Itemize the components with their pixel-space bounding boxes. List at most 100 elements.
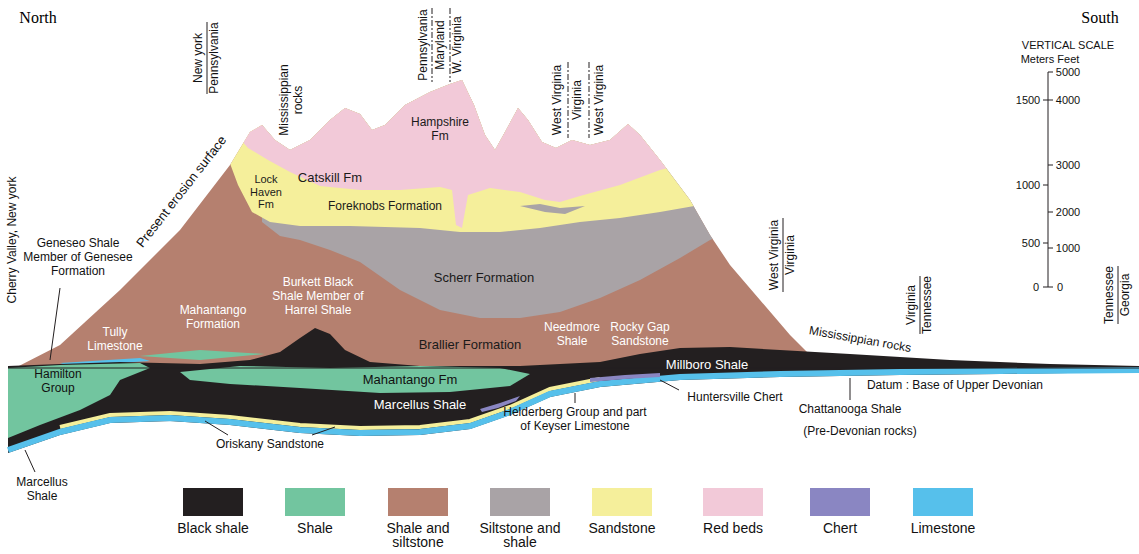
- leader-line: [660, 380, 679, 390]
- scale-tick: [1048, 100, 1053, 101]
- state-separator: [432, 8, 433, 82]
- red-beds-body: [228, 0, 770, 228]
- formation-name: Lock Haven Fm: [248, 173, 284, 211]
- map-label: West Virginia: [551, 65, 565, 135]
- map-label: Pennsylvania: [208, 22, 222, 93]
- scale-label: 0: [1057, 281, 1063, 294]
- legend-swatch: [810, 488, 870, 516]
- scale-tick: [1043, 185, 1048, 186]
- scale-label: 2000: [1056, 206, 1080, 219]
- formation-name: Hampshire Fm: [409, 116, 471, 144]
- legend-label: Black shale: [167, 521, 259, 535]
- legend-swatch: [388, 488, 448, 516]
- legend-entry: Shale and siltstone: [372, 488, 464, 550]
- legend-swatch: [490, 488, 550, 516]
- scale-label: VERTICAL SCALE: [1022, 39, 1114, 52]
- map-label: South: [1081, 9, 1118, 27]
- legend-entry: Sandstone: [576, 488, 668, 550]
- leader-line: [312, 427, 335, 435]
- scale-label: 4000: [1056, 94, 1080, 107]
- state-separator: [589, 62, 590, 138]
- formation-name: Hamilton Group: [27, 368, 89, 396]
- scale-tick: [1043, 100, 1048, 101]
- state-separator: [568, 62, 569, 138]
- huntersville-chert: [590, 373, 660, 382]
- scale-tick: [1048, 72, 1053, 73]
- scale-tick: [1043, 287, 1048, 288]
- legend-entry: Chert: [794, 488, 886, 550]
- leader-line: [850, 378, 851, 400]
- map-label: Rocky Gap Sandstone: [603, 321, 678, 349]
- legend-label: Shale: [269, 521, 361, 535]
- legend-label: Red beds: [687, 521, 779, 535]
- scale-label: 5000: [1056, 66, 1080, 79]
- formation-name: Scherr Formation: [431, 271, 538, 286]
- map-label: Geneseo Shale Member of Genesee Formatio…: [22, 237, 134, 278]
- scale-label: 1000: [1056, 242, 1080, 255]
- map-label: Huntersville Chert: [687, 391, 782, 405]
- leader-line: [575, 393, 576, 403]
- map-label: New york: [192, 33, 206, 83]
- legend-entry: Black shale: [167, 488, 259, 550]
- map-label: Helderberg Group and part of Keyser Lime…: [500, 406, 650, 434]
- legend-entry: Siltstone and shale: [474, 488, 566, 550]
- map-label: Tennessee: [921, 276, 935, 334]
- legend-swatch: [913, 488, 973, 516]
- legend-label: Siltstone and shale: [474, 521, 566, 549]
- map-label: Oriskany Sandstone: [216, 438, 324, 452]
- scale-label: 1000: [1016, 179, 1040, 192]
- formation-region: Brallier Formation: [414, 338, 527, 353]
- mahantango-shale: [180, 366, 530, 393]
- map-label: West Virginia: [593, 65, 607, 135]
- formation-region: Lock Haven Fm: [246, 173, 286, 211]
- map-label: Tully Limestone: [84, 326, 146, 354]
- map-label: Virginia: [905, 285, 919, 325]
- legend-label: Shale and siltstone: [372, 521, 464, 549]
- leader-line: [205, 421, 228, 435]
- formation-name: Mahantango Fm: [360, 373, 461, 388]
- formation-region: Hamilton Group: [25, 368, 91, 396]
- formation-region: Scherr Formation: [429, 271, 540, 286]
- formation-name: Catskill Fm: [295, 171, 366, 186]
- scale-axis: [1048, 72, 1049, 287]
- map-label: Tennessee: [1103, 266, 1117, 324]
- scale-label: 0: [1033, 281, 1039, 294]
- map-label: Mississippian rocks: [808, 324, 912, 356]
- legend-swatch: [703, 488, 763, 516]
- formation-region: Hampshire Fm: [407, 116, 473, 144]
- formation-name: Marcellus Shale: [371, 398, 470, 413]
- scale-label: 500: [1022, 237, 1040, 250]
- scale-label: 3000: [1056, 159, 1080, 172]
- map-label: Virginia: [571, 80, 585, 120]
- legend-swatch: [592, 488, 652, 516]
- formation-region: Millboro Shale: [661, 358, 754, 373]
- scale-label: 1500: [1016, 94, 1040, 107]
- siltstone-lens: [520, 204, 585, 214]
- scale-label: Meters Feet: [1021, 53, 1080, 66]
- legend-entry: Limestone: [897, 488, 989, 550]
- leader-line: [50, 288, 60, 360]
- formation-name: Brallier Formation: [416, 338, 525, 353]
- map-label: West Virginia: [768, 220, 782, 290]
- legend-swatch: [183, 488, 243, 516]
- scale-tick: [1048, 287, 1053, 288]
- legend-label: Chert: [794, 521, 886, 535]
- map-label: W. Virginia: [451, 16, 465, 73]
- legend-label: Limestone: [897, 521, 989, 535]
- map-label: Virginia: [784, 235, 798, 275]
- scale-tick: [1048, 248, 1053, 249]
- formation-region: Marcellus Shale: [369, 398, 472, 413]
- map-label: Marcellus Shale: [12, 476, 72, 504]
- datum-line: [8, 368, 1139, 369]
- legend-label: Sandstone: [576, 521, 668, 535]
- map-label: Georgia: [1119, 274, 1133, 317]
- formation-region: Catskill Fm: [293, 171, 368, 186]
- leader-line: [25, 450, 35, 472]
- map-label: Needmore Shale: [541, 321, 603, 349]
- scale-tick: [1048, 212, 1053, 213]
- map-label: Pennsylvania: [417, 9, 431, 80]
- map-label: Chattanooga Shale: [799, 403, 902, 417]
- scale-tick: [1043, 243, 1048, 244]
- shale-lens: [140, 350, 265, 360]
- map-label: Burkett Black Shale Member of Harrel Sha…: [271, 276, 366, 317]
